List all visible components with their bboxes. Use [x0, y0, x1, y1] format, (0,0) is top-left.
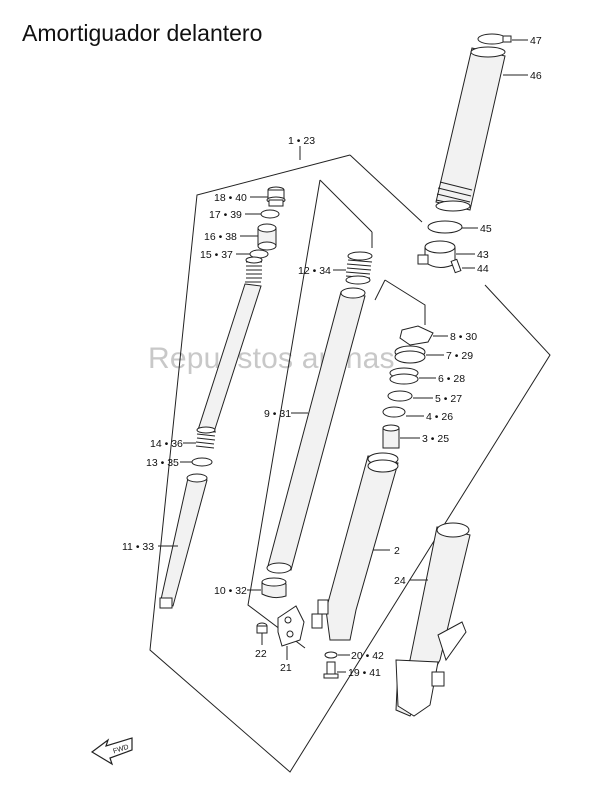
part-21-bracket: [277, 605, 305, 647]
callout-45: 45: [480, 223, 492, 235]
callout-1-23: 1 • 23: [288, 135, 315, 147]
part-45-clamp: [427, 220, 463, 234]
callout-14-36: 14 • 36: [150, 438, 183, 450]
callout-8-30: 8 • 30: [450, 331, 477, 343]
callout-44: 44: [477, 263, 489, 275]
callout-43: 43: [477, 249, 489, 261]
callout-10-32: 10 • 32: [214, 585, 247, 597]
part-43-fork-clamp: [417, 240, 456, 268]
part-44-bolt: [450, 258, 462, 274]
fwd-arrow-icon: FWD: [90, 737, 133, 766]
callout-22: 22: [255, 648, 267, 660]
callout-2: 2: [394, 545, 400, 557]
watermark-text: Repuestos arenas: [148, 342, 395, 375]
part-3-slide-bushing: [382, 424, 400, 449]
callout-46: 46: [530, 70, 542, 82]
part-20-gasket: [324, 651, 338, 659]
inner-outline-top: [319, 179, 373, 233]
part-9-inner-tube: [266, 287, 366, 574]
page-title: Amortiguador delantero: [22, 20, 263, 46]
part-18-cap-bolt: [266, 186, 286, 207]
part-12-fork-spring: [345, 251, 373, 285]
small-outline-edge: [374, 279, 386, 301]
part-14-inner-spring-top: [245, 256, 263, 283]
assembly-outline-small: [384, 279, 426, 325]
callout-15-37: 15 • 37: [200, 249, 233, 261]
callout-9-31: 9 • 31: [264, 408, 291, 420]
part-16-spacer: [257, 223, 277, 251]
callout-6-28: 6 • 28: [438, 373, 465, 385]
callout-19-41: 19 • 41: [348, 667, 381, 679]
callout-3-25: 3 • 25: [422, 433, 449, 445]
part-6-oil-seal: [389, 367, 419, 385]
part-17-o-ring: [260, 209, 280, 219]
assembly-outline-link: [349, 154, 423, 223]
callout-7-29: 7 • 29: [446, 350, 473, 362]
callout-4-26: 4 • 26: [426, 411, 453, 423]
part-11-damper-rod: [159, 473, 208, 609]
callout-13-35: 13 • 35: [146, 457, 179, 469]
part-8-dust-seal: [399, 325, 434, 346]
fwd-label: FWD: [112, 744, 129, 756]
callout-24: 24: [394, 575, 406, 587]
callout-17-39: 17 • 39: [209, 209, 242, 221]
part-22-nut: [256, 622, 268, 634]
part-5-washer: [387, 390, 413, 402]
callout-11-33: 11 • 33: [122, 541, 154, 553]
callout-12-34: 12 • 34: [298, 265, 331, 277]
callout-47: 47: [530, 35, 542, 47]
callout-5-27: 5 • 27: [435, 393, 462, 405]
part-10-slide-metal: [261, 577, 287, 599]
part-7-stopper-ring: [394, 345, 426, 364]
part-46-dust-boot: [435, 46, 506, 212]
part-11-damper-tube: [197, 283, 262, 433]
callout-21: 21: [280, 662, 292, 674]
part-47-clip: [477, 33, 507, 45]
part-24-outer-tube-alt: [395, 522, 471, 717]
part-19-bolt: [323, 661, 339, 679]
part-13-washer: [191, 457, 213, 467]
part-4-bushing: [382, 406, 406, 418]
callout-18-40: 18 • 40: [214, 192, 247, 204]
part-47-screw: [502, 35, 512, 43]
assembly-outline-main: [149, 154, 551, 773]
callout-16-38: 16 • 38: [204, 231, 237, 243]
part-2-outer-tube: [311, 452, 399, 641]
part-14-rebound-spring: [195, 426, 217, 449]
callout-20-42: 20 • 42: [351, 650, 384, 662]
